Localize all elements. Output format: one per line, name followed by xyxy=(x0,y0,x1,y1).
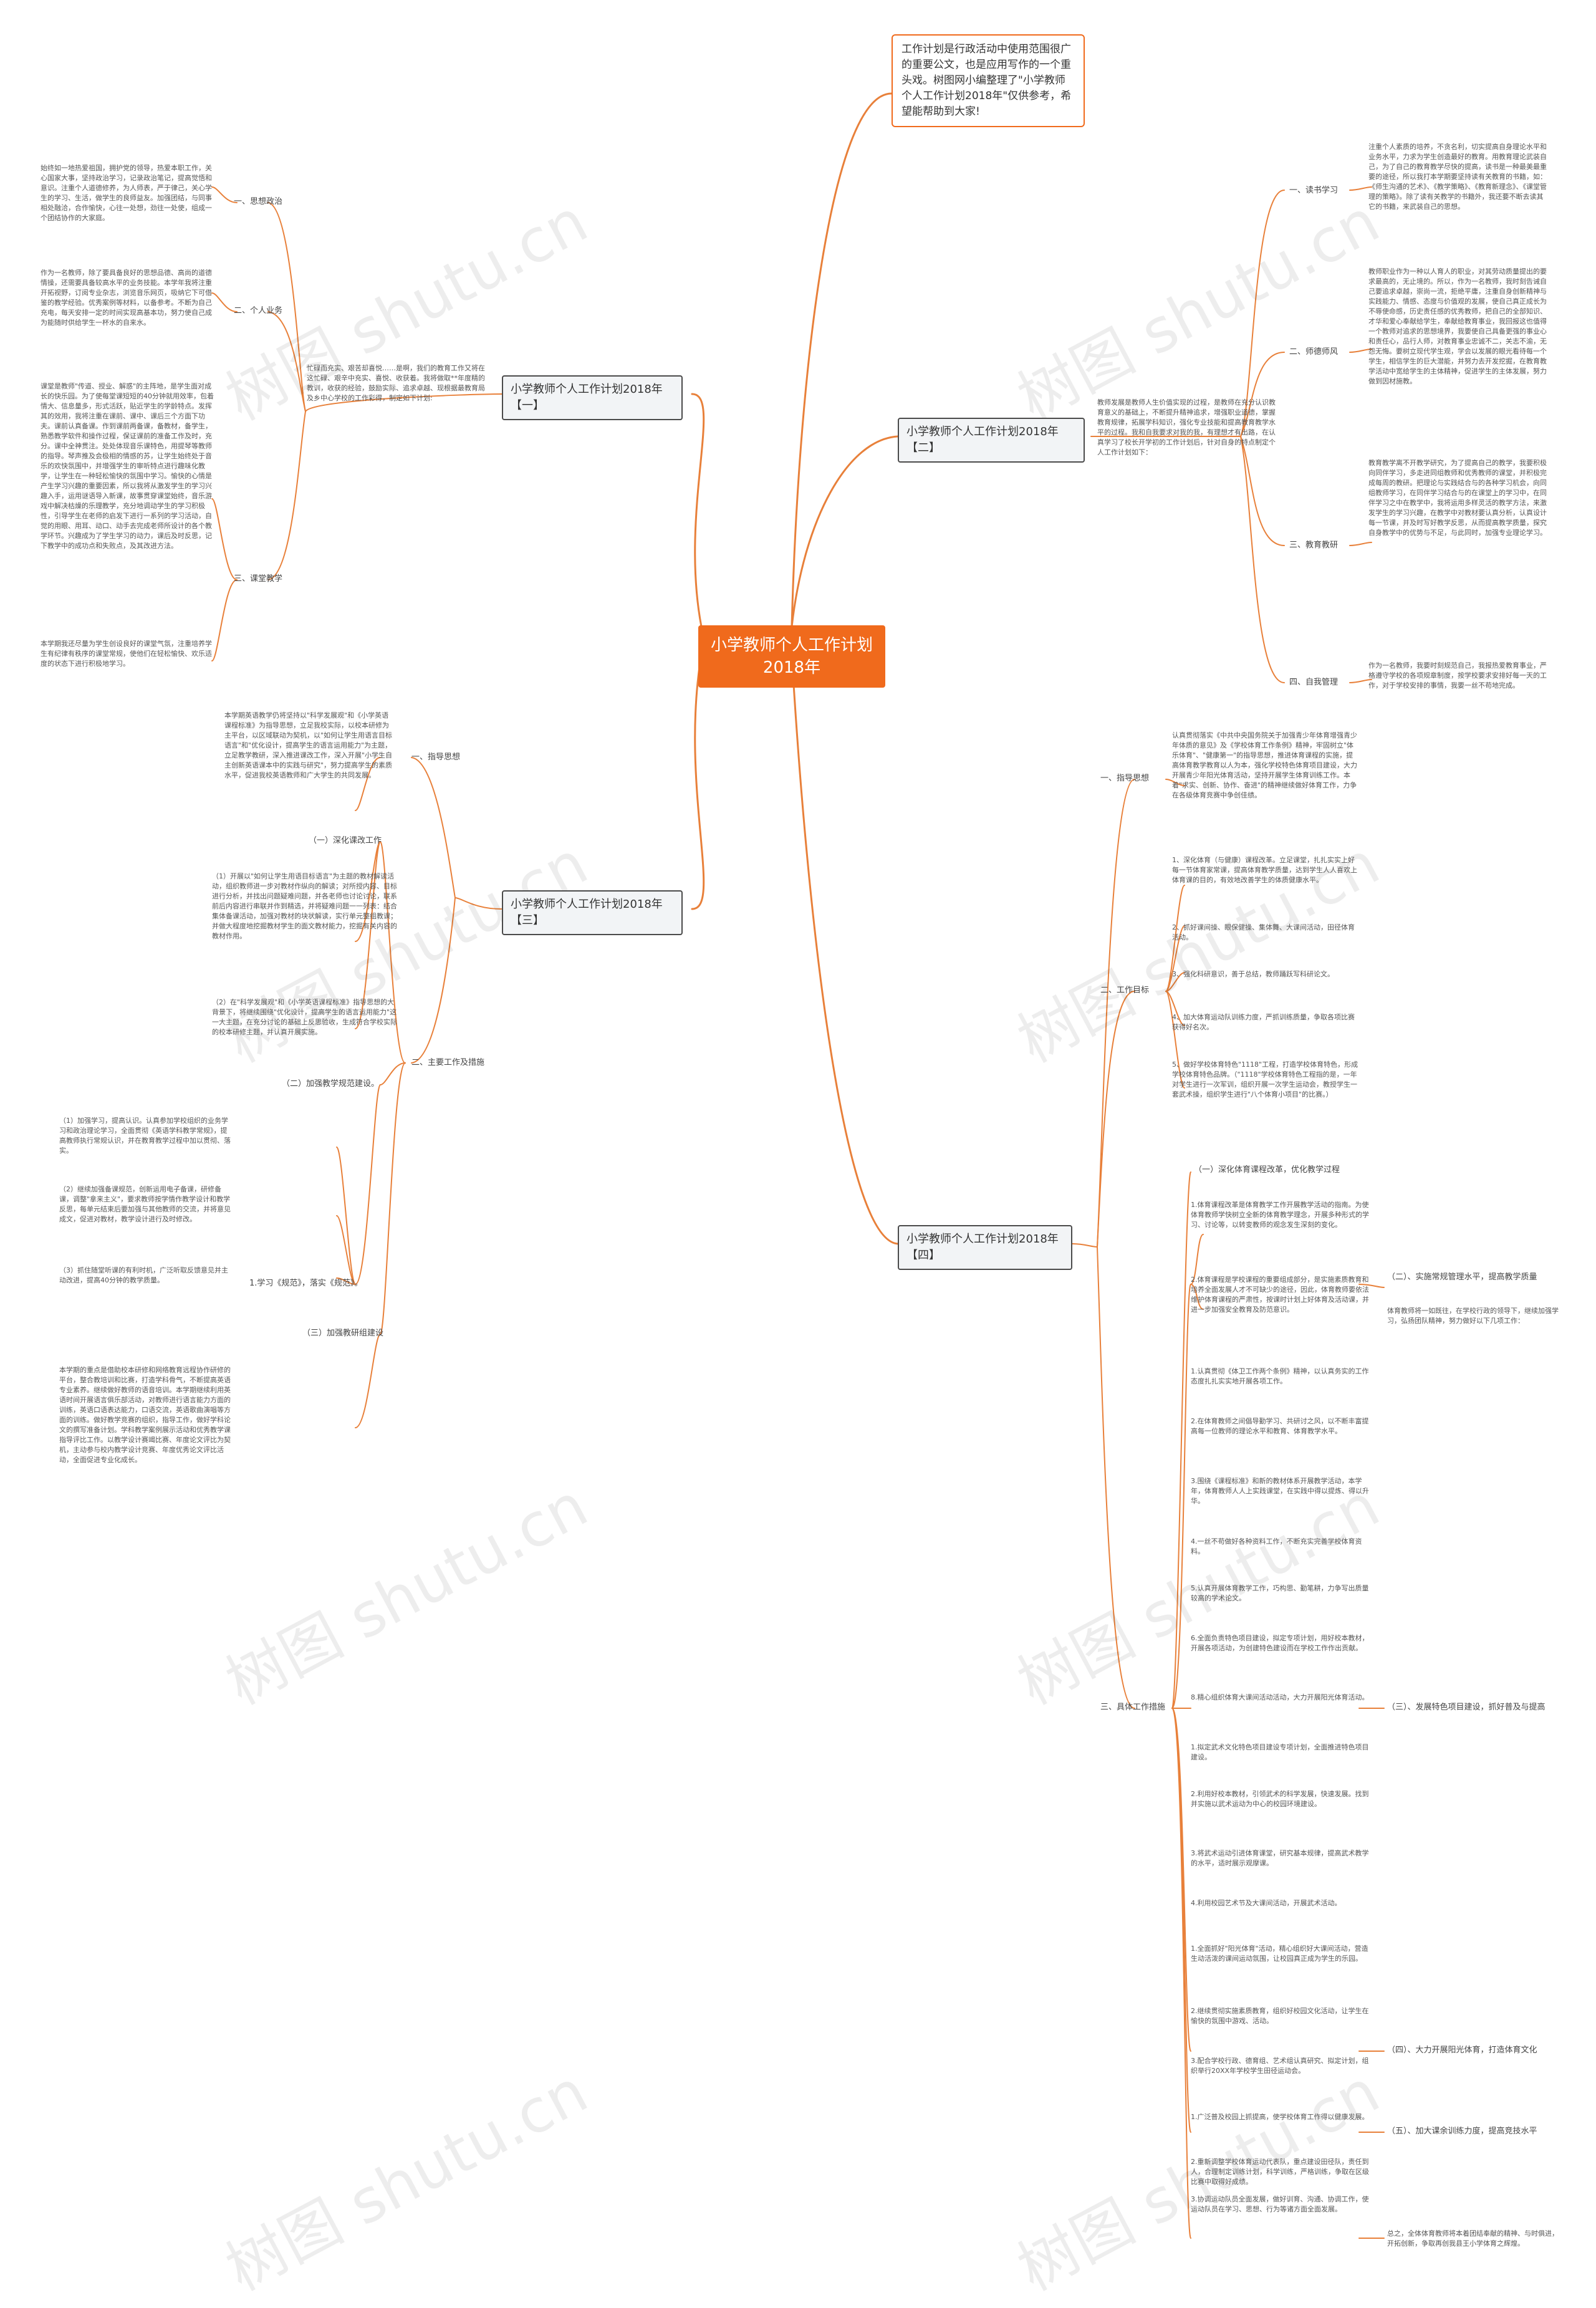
branch-3-g1-label[interactable]: 一、指导思想 xyxy=(411,753,461,762)
branch-3-g1-text: 本学期英语教学仍将坚持以"科学发展观"和《小学英语课程标准》为指导思想，立足我校… xyxy=(224,711,393,779)
branch-2-item-4-text: 作为一名教师，我要时刻规范自己，我报热爱教育事业，严格遵守学校的各项规章制度，按… xyxy=(1368,661,1547,690)
branch-4-s2-label[interactable]: 二、工作目标 xyxy=(1100,986,1150,995)
branch-4-k6-text: 总之，全体体育教师将本着团结奉献的精神、与时俱进，开拓创新，争取再创我县王小学体… xyxy=(1387,2229,1559,2248)
branch-1-intro: 忙碌而充实、艰苦却喜悦……是啊，我们的教育工作又将在这忙碌、艰辛中充实、喜悦、收… xyxy=(307,364,485,402)
branch-3-topic[interactable]: 小学教师个人工作计划2018年【三】 xyxy=(502,890,683,935)
branch-2-item-3-label[interactable]: 三、教育教研 xyxy=(1289,541,1339,550)
root-topic[interactable]: 小学教师个人工作计划2018年 xyxy=(698,625,885,688)
branch-1-sec1-text: 始终如一地热爱祖国，拥护党的领导，热爱本职工作，关心国家大事，坚持政治学习，记录… xyxy=(41,164,212,222)
branch-4-col-17: 1.广泛普及校园上抓提高，使学校体育工作得以健康发展。 xyxy=(1191,2113,1369,2121)
branch-1-sec3-text2: 本学期我还尽量为学生创设良好的课堂气氛，注重培养学生有纪律有秩序的课堂常规，使他… xyxy=(41,640,212,668)
branch-3-c2-item-2: （2）继续加强备课规范，创新运用电子备课，研修备课，调整"拿来主义"，要求教师按… xyxy=(59,1185,231,1223)
branch-4-s2-item-4: 4、加大体育运动队训练力度，严抓训练质量，争取各项比赛获得好名次。 xyxy=(1172,1013,1355,1031)
branch-3-c1-item-2: （2）在"科学发展观"和《小学英语课程标准》指导思想的大背景下，将继续围绕"优化… xyxy=(212,998,397,1036)
branch-3-c3-text: 本学期的重点是借助校本研修和网络教育远程协作研修的平台，整合教培训和比赛，打造学… xyxy=(59,1366,231,1464)
branch-3-g2-label[interactable]: 二、主要工作及措施 xyxy=(411,1058,485,1067)
branch-4-s1-label[interactable]: 一、指导思想 xyxy=(1100,774,1150,783)
branch-4-k5-label[interactable]: （五）、加大课余训练力度，提高竞技水平 xyxy=(1387,2127,1537,2136)
branch-1-sec1-label[interactable]: 一、思想政治 xyxy=(234,197,283,206)
edge-root-b3 xyxy=(691,653,705,910)
branch-4-k2-label[interactable]: （二）、实施常规管理水平，提高教学质量 xyxy=(1387,1272,1537,1282)
branch-4-col-18: 2.重新调整学校体育运动代表队，重点建设田径队，责任到人，合理制定训练计划，科学… xyxy=(1191,2158,1369,2186)
branch-4-col-8: 6.全面负责特色项目建设，拟定专项计划，用好校本教材，开展各项活动，为创建特色建… xyxy=(1191,1634,1369,1652)
edge-root-intro xyxy=(791,92,893,628)
branch-4-col-14: 1.全面抓好"阳光体育"活动，精心组织好大课间活动，营造生动活泼的课间运动氛围，… xyxy=(1191,1945,1368,1963)
branch-2-item-4-label[interactable]: 四、自我管理 xyxy=(1289,678,1339,687)
branch-3-c2-label[interactable]: （二）加强教学规范建设。 xyxy=(282,1079,380,1089)
branch-3-c2-item-1: （1）加强学习，提高认识。认真参加学校组织的业务学习和政治理论学习，全面贯彻《英… xyxy=(59,1117,231,1155)
branch-4-col-5: 3.围绕《课程标准》和新的教材体系开展教学活动，本学年，体育教师人人上实践课堂，… xyxy=(1191,1477,1369,1505)
branch-4-k3-label[interactable]: （三）、发展特色项目建设，抓好普及与提高 xyxy=(1387,1703,1546,1712)
branch-1-sec2-text: 作为一名教师，除了要具备良好的思想品德、高尚的道德情操，还需要具备较高水平的业务… xyxy=(41,269,212,327)
branch-4-col-1: 1.体育课程改革是体育教学工作开展教学活动的指南。为使体育教师学快树立全新的体育… xyxy=(1191,1201,1369,1229)
branch-1-sec2-label[interactable]: 二、个人业务 xyxy=(234,306,283,315)
branch-3-c1-item-1: （1）开展以"如何让学生用语目标语言"为主题的教材解读活动，组织教师进一步对教材… xyxy=(212,872,397,940)
branch-4-s2-item-5: 5、做好学校体育特色"1118"工程，打造学校体育特色，形成学校体育特色品牌。（… xyxy=(1172,1060,1358,1099)
branch-3-c1-label[interactable]: （一）深化课改工作 xyxy=(309,836,382,845)
branch-1-sec3-text: 课堂是教师"传道、授业、解惑"的主阵地，是学生面对成长的快乐园。为了使每堂课短短… xyxy=(41,382,214,550)
branch-2-topic[interactable]: 小学教师个人工作计划2018年【二】 xyxy=(898,418,1085,463)
branch-3-c2-item-3: （3）抓住随堂听课的有利时机，广泛听取反馈意见并主动改进，提高40分钟的教学质量… xyxy=(59,1266,228,1284)
branch-2-item-1-label[interactable]: 一、读书学习 xyxy=(1289,186,1339,195)
branch-3-c3-label[interactable]: （三）加强教研组建设 xyxy=(302,1329,384,1338)
branch-4-col-9: 8.精心组织体育大课间活动活动，大力开展阳光体育活动。 xyxy=(1191,1693,1369,1701)
edge-root-b4 xyxy=(791,653,899,1245)
branch-4-s1-text: 认真贯彻落实《中共中央国务院关于加强青少年体育增强青少年体质的意见》及《学校体育… xyxy=(1172,731,1357,799)
branch-2-item-2-text: 教师职业作为一种以人育人的职业，对其劳动质量提出的要求最高的，无止境的。所以，作… xyxy=(1368,267,1547,385)
branch-4-col-19: 3.协调运动队员全面发展，做好训育、沟通、协调工作，使运动队员在学习、思想、行为… xyxy=(1191,2195,1369,2213)
branch-3-c2-tag[interactable]: 1.学习《规范》，落实《规范》。 xyxy=(249,1279,363,1288)
branch-4-col-11: 2.利用好校本教材，引领武术的科学发展，快速发展。找到并实施以武术运动为中心的校… xyxy=(1191,1790,1369,1808)
branch-4-col-10: 1.拟定武术文化特色项目建设专项计划，全面推进特色项目建设。 xyxy=(1191,1743,1369,1761)
branch-4-s3-label[interactable]: 三、具体工作措施 xyxy=(1100,1703,1166,1712)
branch-1-topic[interactable]: 小学教师个人工作计划2018年【一】 xyxy=(502,375,683,420)
branch-4-col-2: 2.体育课程是学校课程的重要组成部分，是实施素质教育和培养全面发展人才不可缺少的… xyxy=(1191,1276,1369,1314)
branch-2-item-2-label[interactable]: 二、师德师风 xyxy=(1289,347,1339,357)
edge-root-b1 xyxy=(691,393,705,628)
branch-4-k2-text: 体育教师将一如既往，在学校行政的领导下，继续加强学习，弘扬团队精神，努力做好以下… xyxy=(1387,1307,1559,1325)
intro-note[interactable]: 工作计划是行政活动中使用范围很广的重要公文，也是应用写作的一个重头戏。树图网小编… xyxy=(892,34,1085,127)
branch-4-col-16: 3.配合学校行政、德育组、艺术组认真研究、拟定计划，组织举行20XX年学校学生田… xyxy=(1191,2057,1369,2075)
edge-root-b2 xyxy=(791,435,899,628)
branch-4-s2-item-1: 1、深化体育（与健康）课程改革。立足课堂，扎扎实实上好每一节体育家常课，提高体育… xyxy=(1172,856,1357,884)
branch-2-item-3-text: 教育教学离不开教学研究，为了提高自己的教学，我要积极向同伴学习，多走进同组教师和… xyxy=(1368,459,1547,537)
branch-4-col-15: 2.继续贯彻实施素质教育，组织好校园文化活动，让学生在愉快的氛围中游戏、活动。 xyxy=(1191,2007,1369,2025)
branch-4-k4-label[interactable]: （四）、大力开展阳光体育，打造体育文化 xyxy=(1387,2046,1537,2055)
branch-4-col-6: 4.一丝不苟做好各种资料工作，不断充实完善学校体育资料。 xyxy=(1191,1537,1362,1555)
branch-1-sec3-label[interactable]: 三、课堂教学 xyxy=(234,574,283,584)
branch-4-s2-item-2: 2、抓好课间操、眼保健操、集体舞、大课间活动，田径体育活动。 xyxy=(1172,923,1355,941)
branch-4-topic[interactable]: 小学教师个人工作计划2018年【四】 xyxy=(898,1225,1072,1270)
branch-2-item-1-text: 注重个人素质的培养，不贪名利，切实提高自身理论水平和业务水平，力求为学生创造最好… xyxy=(1368,143,1547,211)
branch-4-col-12: 3.将武术运动引进体育课堂，研究基本规律，提高武术教学的水平，适时展示观摩课。 xyxy=(1191,1849,1369,1867)
branch-4-col-13: 4.利用校园艺术节及大课间活动，开展武术活动。 xyxy=(1191,1899,1342,1907)
branch-4-k1-label[interactable]: （一）深化体育课程改革，优化教学过程 xyxy=(1194,1165,1340,1175)
branch-4-col-4: 2.在体育教师之间倡导勤学习、共研讨之风，以不断丰富提高每一位教师的理论水平和教… xyxy=(1191,1417,1369,1435)
branch-4-col-7: 5.认真开展体育教学工作，巧构思、勤笔耕，力争写出质量较高的学术论文。 xyxy=(1191,1584,1369,1602)
branch-4-s2-item-3: 3、强化科研意识，善于总结，教师踊跃写科研论文。 xyxy=(1172,970,1334,978)
branch-4-col-3: 1.认真贯彻《体卫工作两个条例》精神，以认真务实的工作态度扎扎实实地开展各项工作… xyxy=(1191,1367,1369,1385)
branch-2-intro: 教师发展是教师人生价值实现的过程，是教师在充分认识教育意义的基础上，不断提升精神… xyxy=(1097,398,1276,456)
